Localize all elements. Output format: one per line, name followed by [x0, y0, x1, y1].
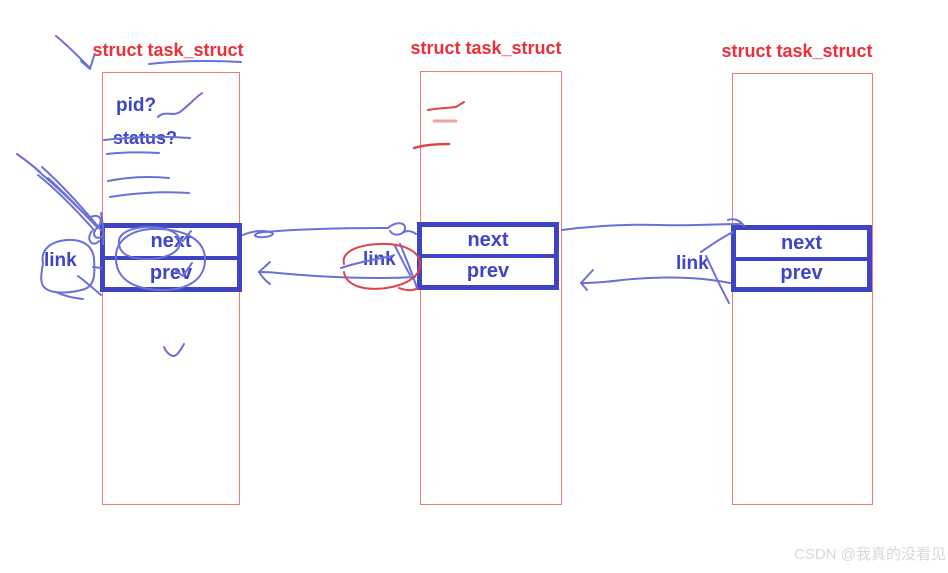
link-label-1: link	[44, 250, 77, 271]
list-head-box-1: next prev	[100, 223, 242, 292]
scribble-arrow-cluster	[16, 153, 105, 245]
next-cell-1: next	[150, 230, 192, 253]
link-label-3: link	[676, 253, 709, 274]
watermark: CSDN @我真的没看见	[794, 546, 946, 563]
list-head-box-3: next prev	[731, 225, 872, 292]
task-struct-title-2: struct task_struct	[410, 38, 562, 58]
list-head-box-2: next prev	[417, 222, 559, 290]
field-status: status?	[113, 128, 178, 148]
prev-cell-2: prev	[422, 254, 554, 285]
task-struct-title-3: struct task_struct	[721, 41, 873, 61]
prev-cell-3: prev	[736, 256, 867, 288]
prev-cell-1: prev	[105, 255, 237, 288]
pointer-line-next1-to-node2	[242, 222, 417, 239]
next-cell-2: next	[467, 229, 509, 251]
title1-underline-stroke	[148, 59, 242, 65]
next-cell-3: next	[780, 231, 823, 254]
field-pid: pid?	[116, 95, 157, 116]
link-label-2: link	[363, 249, 396, 270]
pointer-line-next2-to-node3	[561, 218, 745, 231]
task-struct-title-1: struct task_struct	[92, 40, 244, 60]
